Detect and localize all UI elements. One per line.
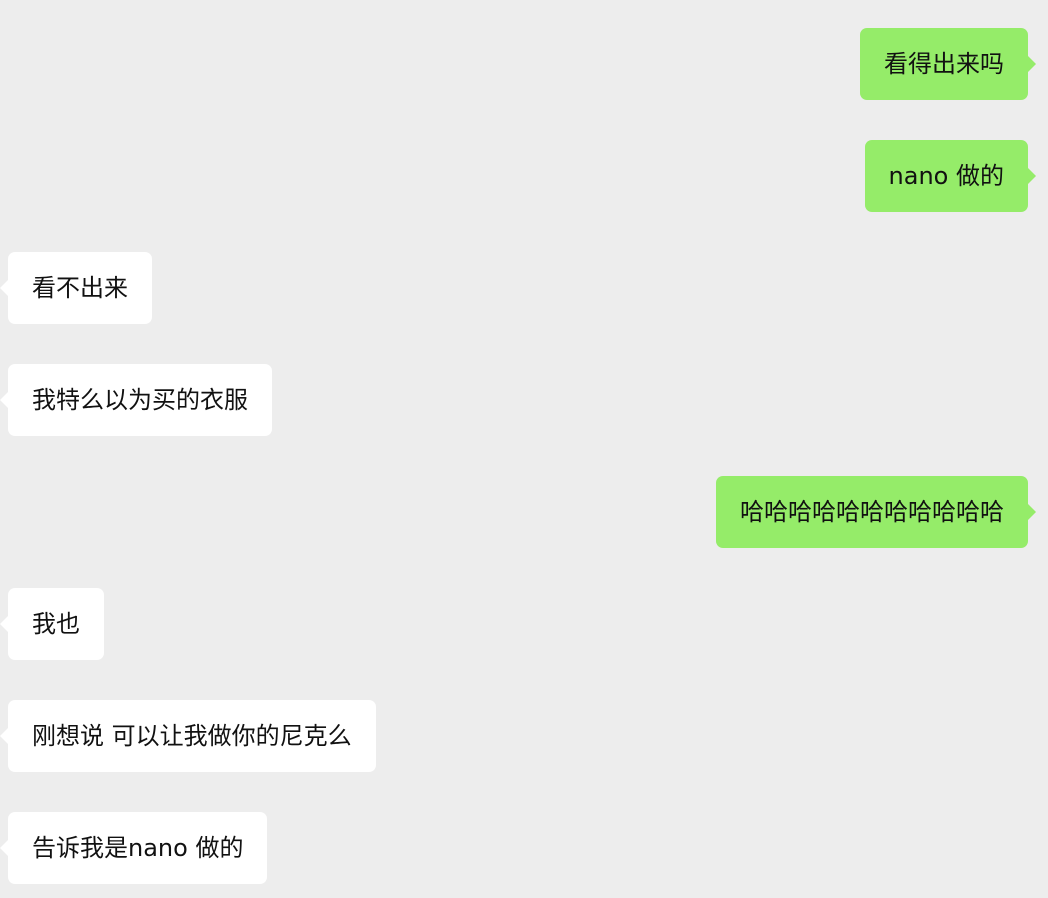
bubble-tail [0, 727, 9, 745]
message-text: 看不出来 [32, 274, 128, 302]
message-text: nano 做的 [888, 162, 1004, 190]
bubble-tail [0, 279, 9, 297]
bubble-tail [0, 839, 9, 857]
bubble-tail [1027, 503, 1036, 521]
message-row: 告诉我是nano 做的 [0, 812, 1048, 884]
message-text: 看得出来吗 [884, 50, 1004, 78]
bubble-tail [0, 615, 9, 633]
bubble-tail [1027, 167, 1036, 185]
message-text: 告诉我是nano 做的 [32, 834, 244, 862]
message-row: 我也 [0, 588, 1048, 660]
message-text: 哈哈哈哈哈哈哈哈哈哈哈 [740, 498, 1004, 526]
message-row: 看不出来 [0, 252, 1048, 324]
incoming-message-bubble[interactable]: 告诉我是nano 做的 [0, 812, 268, 884]
outgoing-message-bubble[interactable]: 看得出来吗 [860, 28, 1036, 100]
message-text: 我特么以为买的衣服 [32, 386, 248, 414]
incoming-message-bubble[interactable]: 我也 [0, 588, 104, 660]
message-row: nano 做的 [0, 140, 1048, 212]
bubble-tail [0, 391, 9, 409]
message-row: 我特么以为买的衣服 [0, 364, 1048, 436]
outgoing-message-bubble[interactable]: 哈哈哈哈哈哈哈哈哈哈哈 [716, 476, 1036, 548]
bubble-tail [1027, 55, 1036, 73]
message-row: 哈哈哈哈哈哈哈哈哈哈哈 [0, 476, 1048, 548]
outgoing-message-bubble[interactable]: nano 做的 [864, 140, 1036, 212]
incoming-message-bubble[interactable]: 我特么以为买的衣服 [0, 364, 272, 436]
message-row: 看得出来吗 [0, 28, 1048, 100]
message-text: 刚想说 可以让我做你的尼克么 [32, 722, 352, 750]
incoming-message-bubble[interactable]: 看不出来 [0, 252, 152, 324]
message-text: 我也 [32, 610, 80, 638]
incoming-message-bubble[interactable]: 刚想说 可以让我做你的尼克么 [0, 700, 376, 772]
message-row: 刚想说 可以让我做你的尼克么 [0, 700, 1048, 772]
